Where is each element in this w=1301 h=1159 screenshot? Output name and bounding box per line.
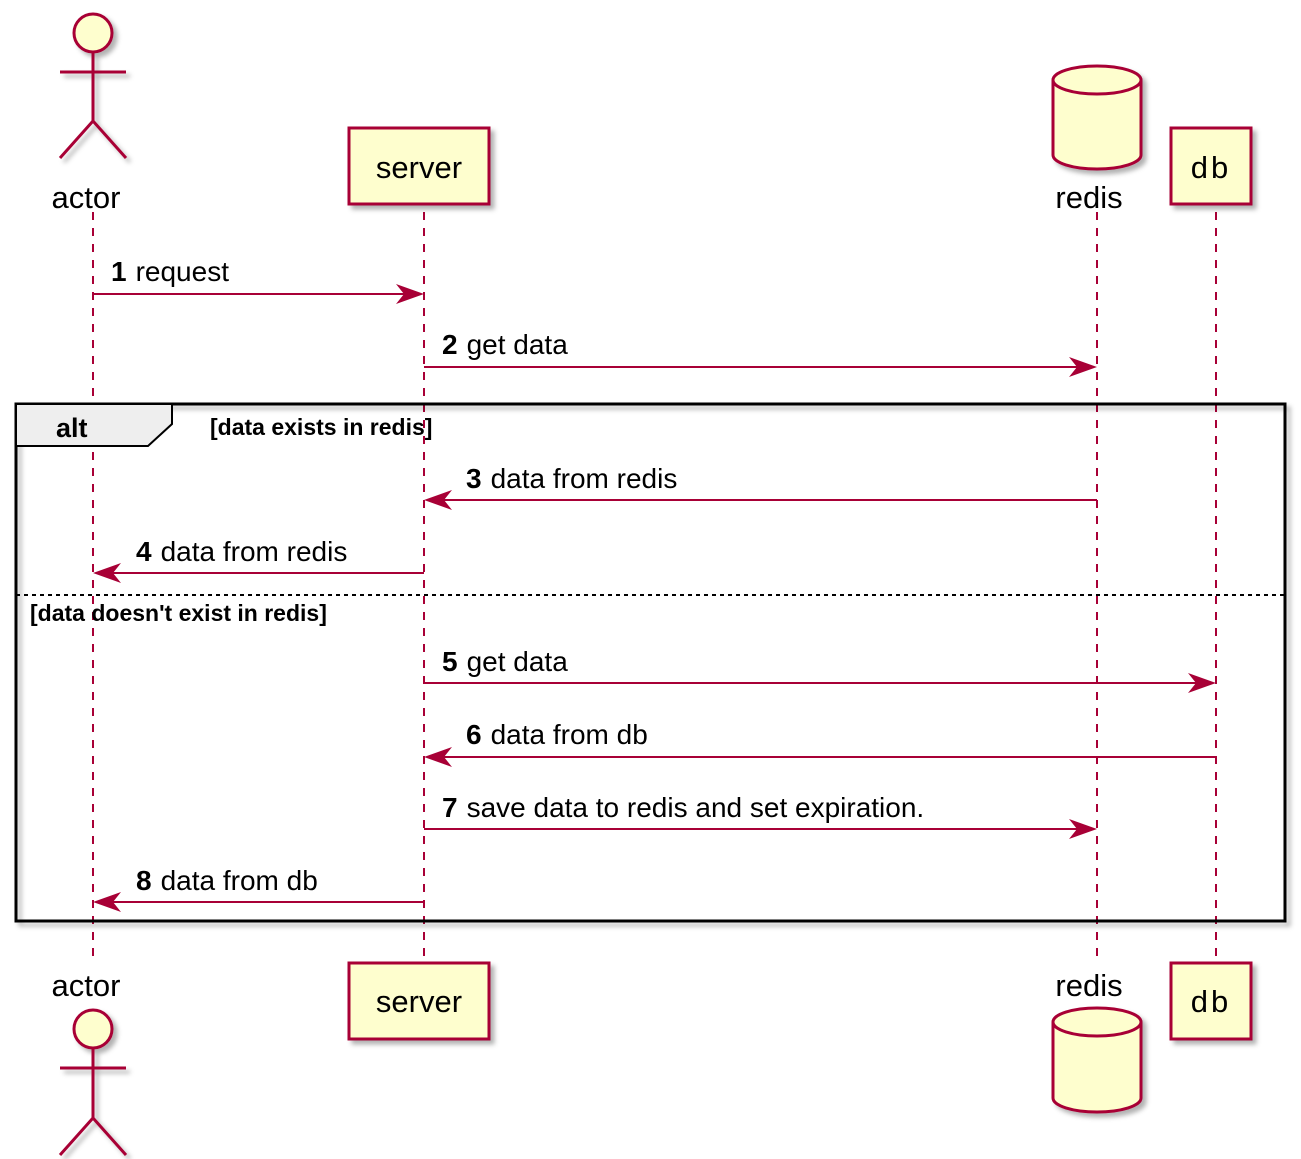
alt-frame: alt [data exists in redis] [data doesn't…: [14, 402, 1287, 923]
message-4: 4 data from redis: [93, 536, 424, 583]
participant-redis-top: redis: [1051, 64, 1143, 215]
actor-label-top: actor: [52, 180, 121, 215]
message-1-arrowhead: [396, 284, 424, 304]
message-3-number: 3: [466, 463, 482, 494]
database-icon: [1051, 1006, 1143, 1114]
message-1-text: request: [136, 256, 230, 287]
message-3: 3 data from redis: [424, 463, 1097, 510]
message-1: 1 request: [93, 256, 424, 304]
participant-server-bottom: server: [347, 961, 491, 1041]
alt-keyword: alt: [56, 413, 88, 443]
message-5: 5 get data: [424, 646, 1216, 693]
message-3-text: data from redis: [491, 463, 678, 494]
db-box-bottom: [1169, 961, 1253, 1041]
message-4-number: 4: [136, 536, 152, 567]
message-8-text: data from db: [161, 865, 318, 896]
message-6: 6 data from db: [424, 719, 1216, 767]
message-5-arrowhead: [1188, 673, 1216, 693]
message-7: 7 save data to redis and set expiration.: [424, 792, 1097, 839]
participant-redis-bottom: redis: [1051, 968, 1143, 1114]
database-icon-rim: [1051, 79, 1143, 96]
lifelines: [92, 212, 1217, 962]
message-2-text: get data: [467, 329, 569, 360]
alt-guard-1: [data exists in redis]: [210, 414, 432, 440]
server-label-bottom: server: [376, 984, 462, 1019]
participant-db-top: db: [1169, 126, 1253, 206]
message-8: 8 data from db: [93, 865, 424, 912]
server-label-top: server: [376, 150, 462, 185]
message-7-text: save data to redis and set expiration.: [467, 792, 925, 823]
participant-server-top: server: [347, 126, 491, 206]
server-box-bottom: [347, 961, 491, 1041]
message-2: 2 get data: [424, 329, 1097, 377]
message-5-text: get data: [467, 646, 569, 677]
message-4-arrowhead: [93, 563, 121, 583]
message-7-number: 7: [442, 792, 458, 823]
message-7-arrowhead: [1069, 819, 1097, 839]
message-6-arrowhead: [424, 747, 452, 767]
actor-icon: [58, 1008, 128, 1156]
message-2-number: 2: [442, 329, 458, 360]
db-box-top: [1169, 126, 1253, 206]
alt-frame-box: [14, 402, 1287, 923]
database-icon: [1051, 64, 1143, 171]
message-6-text: data from db: [491, 719, 648, 750]
message-8-arrowhead: [93, 892, 121, 912]
db-label-bottom: db: [1191, 984, 1231, 1019]
alt-guard-2: [data doesn't exist in redis]: [30, 600, 327, 626]
alt-frame-tab: [15, 403, 173, 447]
message-4-text: data from redis: [161, 536, 348, 567]
redis-label-bottom: redis: [1055, 968, 1122, 1003]
message-3-arrowhead: [424, 490, 452, 510]
server-box-top: [347, 126, 491, 206]
db-label-top: db: [1191, 150, 1231, 185]
database-icon-rim: [1051, 1021, 1143, 1038]
message-6-number: 6: [466, 719, 482, 750]
message-8-number: 8: [136, 865, 152, 896]
message-5-number: 5: [442, 646, 458, 677]
actor-label-bottom: actor: [52, 968, 121, 1003]
message-1-number: 1: [111, 256, 127, 287]
participant-db-bottom: db: [1169, 961, 1253, 1041]
participant-actor-top: actor: [52, 12, 128, 215]
participant-actor-bottom: actor: [52, 968, 128, 1156]
message-2-arrowhead: [1069, 357, 1097, 377]
redis-label-top: redis: [1055, 180, 1122, 215]
actor-icon: [58, 12, 128, 159]
